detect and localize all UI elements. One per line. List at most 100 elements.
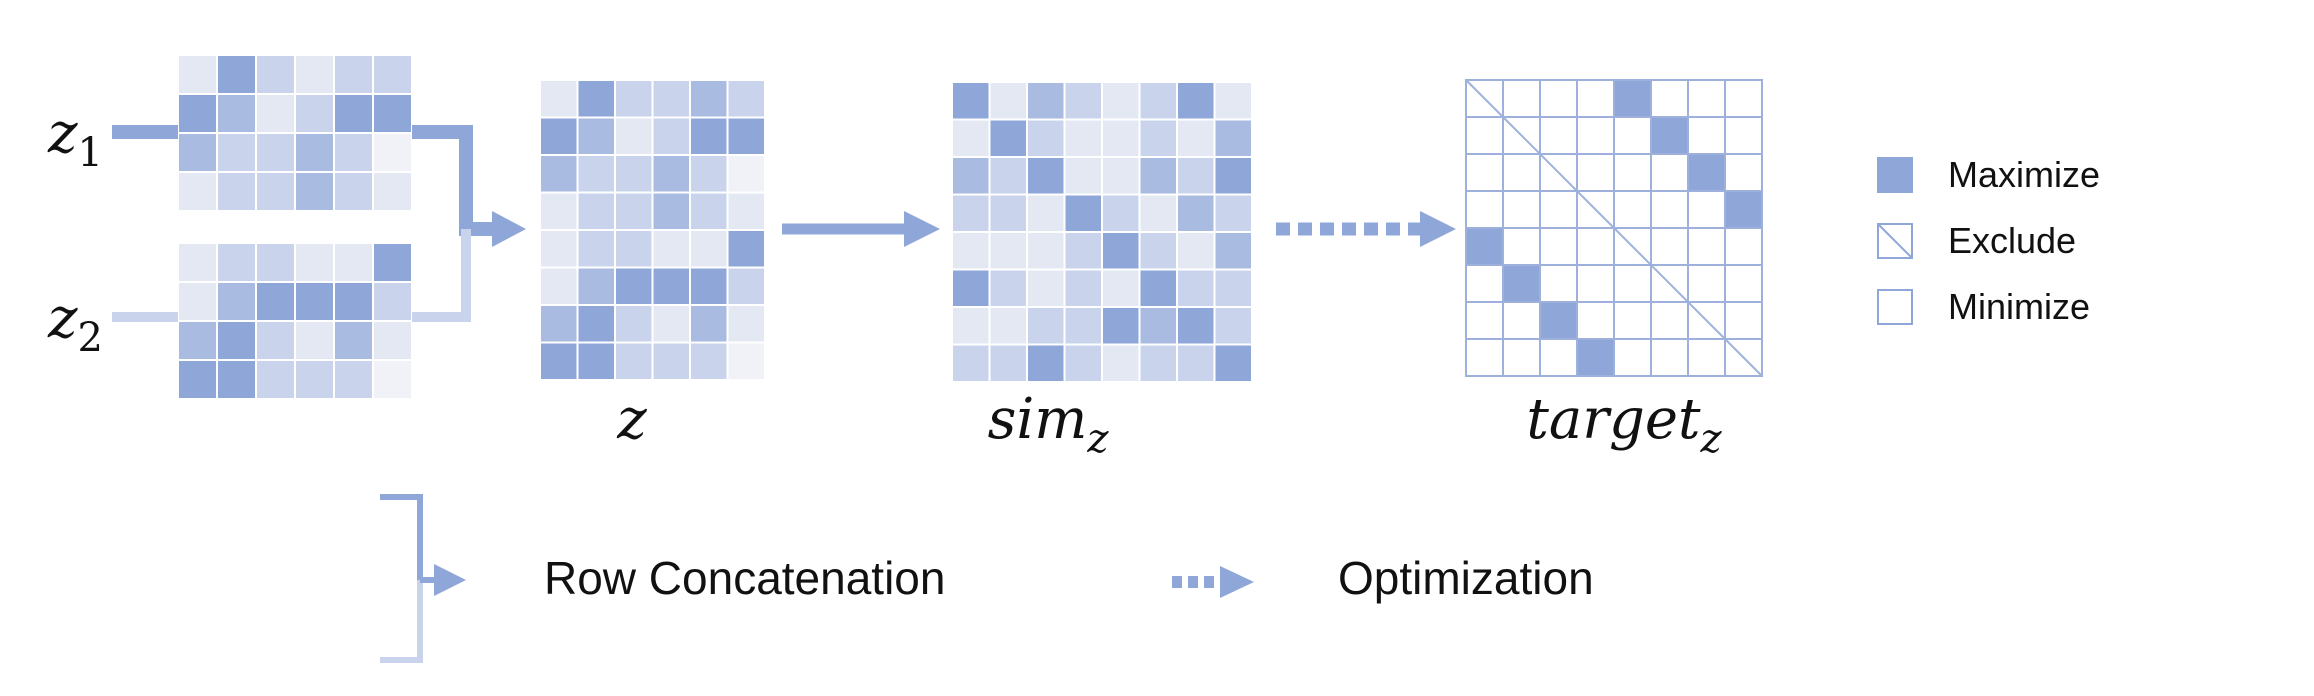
target-minimize-cell (1650, 338, 1689, 377)
z-cell (614, 341, 654, 381)
z-cell (539, 79, 579, 119)
z-cell (576, 266, 616, 306)
z1-cell (294, 93, 335, 134)
sim-matrix (951, 81, 1253, 383)
optimization-legend-label: Optimization (1338, 552, 1594, 604)
z2-cell (294, 281, 335, 322)
sim-cell (1138, 231, 1178, 271)
z2-cell (372, 242, 413, 283)
target-minimize-cell (1465, 190, 1504, 229)
z-cell (576, 341, 616, 381)
sim-cell (1026, 306, 1066, 346)
optimization-legend-arrowhead (1220, 566, 1254, 598)
target-minimize-cell (1687, 338, 1726, 377)
z-cell (689, 191, 729, 231)
sim-cell (1138, 81, 1178, 121)
z-cell (539, 154, 579, 194)
target-minimize-cell (1576, 79, 1615, 118)
z-cell (539, 304, 579, 344)
z1-cell (177, 93, 218, 134)
target-minimize-cell (1576, 116, 1615, 155)
target-minimize-cell (1539, 264, 1578, 303)
target-minimize-cell (1687, 79, 1726, 118)
z-cell (539, 229, 579, 269)
z1-cell (255, 171, 296, 212)
sim-cell (1026, 118, 1066, 158)
sim-cell (988, 268, 1028, 308)
sim-cell (1101, 231, 1141, 271)
target-minimize-cell (1539, 116, 1578, 155)
sim-cell (1138, 306, 1178, 346)
target-minimize-cell (1539, 227, 1578, 266)
z2-cell (294, 359, 335, 400)
sim-cell (951, 81, 991, 121)
target-minimize-cell (1650, 190, 1689, 229)
z1-cell (255, 132, 296, 173)
z2-cell (255, 281, 296, 322)
target-minimize-cell (1576, 264, 1615, 303)
z-cell (651, 341, 691, 381)
sim-cell (1176, 231, 1216, 271)
target-minimize-cell (1650, 301, 1689, 340)
z1-cell (333, 93, 374, 134)
target-minimize-cell (1465, 116, 1504, 155)
z-cell (726, 116, 766, 156)
sim-cell (988, 193, 1028, 233)
z2-cell (294, 242, 335, 283)
target-minimize-cell (1650, 227, 1689, 266)
sim-cell (951, 156, 991, 196)
target-minimize-cell (1724, 153, 1763, 192)
target-minimize-cell (1539, 338, 1578, 377)
z1-cell (255, 54, 296, 95)
sim-cell (1176, 343, 1216, 383)
z-cell (689, 116, 729, 156)
z-cell (651, 79, 691, 119)
z-cell (726, 154, 766, 194)
z-cell (689, 304, 729, 344)
z1-cell (177, 54, 218, 95)
solid-arrow (782, 211, 940, 247)
target-minimize-cell (1724, 79, 1763, 118)
minimize-label: Minimize (1948, 286, 2090, 327)
exclude-label: Exclude (1948, 220, 2076, 261)
sim-cell (988, 343, 1028, 383)
z2-cell (255, 359, 296, 400)
z2-label: z2 (47, 286, 103, 361)
z1-cell (333, 171, 374, 212)
z1-cell (177, 132, 218, 173)
sim-cell (951, 268, 991, 308)
z-cell (689, 266, 729, 306)
row-concat-legend-arrowhead (434, 564, 466, 596)
sim-cell (951, 306, 991, 346)
z-cell (726, 304, 766, 344)
z-cell (726, 191, 766, 231)
sim-cell (1101, 343, 1141, 383)
z-cell (576, 116, 616, 156)
sim-cell (1101, 306, 1141, 346)
target-maximize-cell (1539, 301, 1578, 340)
row-concat-legend-icon-top (380, 494, 423, 580)
dotted-arrowhead (1420, 211, 1456, 247)
z-cell (576, 79, 616, 119)
sim-cell (1176, 156, 1216, 196)
target-minimize-cell (1650, 153, 1689, 192)
sim-cell (1138, 118, 1178, 158)
z-cell (614, 191, 654, 231)
z-cell (651, 304, 691, 344)
z1-label: z1 (47, 101, 103, 176)
z1-cell (333, 54, 374, 95)
z-cell (614, 79, 654, 119)
z2-cell (216, 320, 257, 361)
z1-cell (177, 171, 218, 212)
z-cell (726, 266, 766, 306)
z-cell (614, 304, 654, 344)
sim-cell (1063, 156, 1103, 196)
sim-cell (1063, 193, 1103, 233)
z2-cell (255, 242, 296, 283)
z1-cell (294, 132, 335, 173)
sim-cell (1138, 193, 1178, 233)
z-matrix (539, 79, 766, 381)
z2-cell (333, 281, 374, 322)
sim-cell (1063, 268, 1103, 308)
target-minimize-cell (1724, 116, 1763, 155)
